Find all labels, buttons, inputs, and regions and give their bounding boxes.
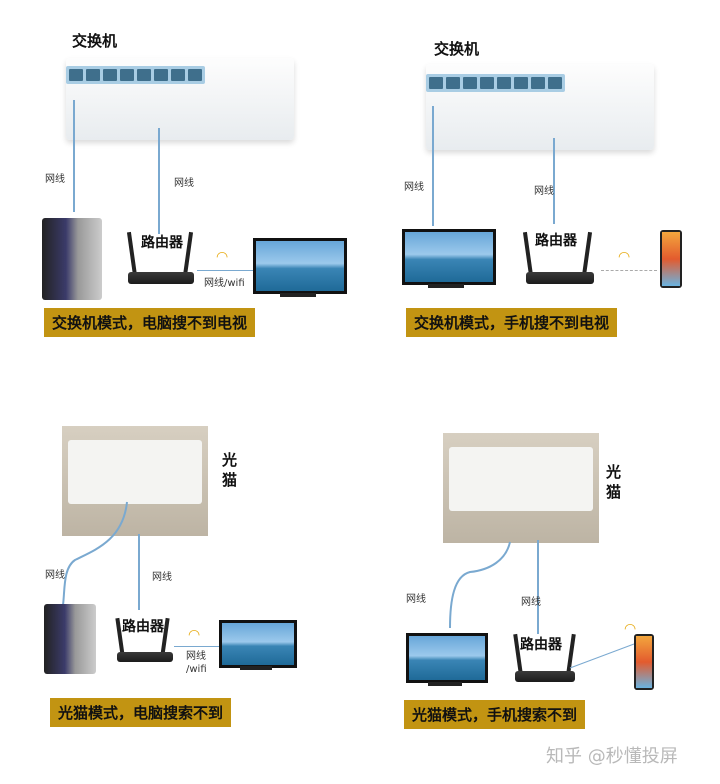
router-label: 路由器 [141, 235, 183, 251]
smartphone-image [660, 230, 682, 288]
wifi-link-line [601, 270, 657, 271]
cable-label: 网线 [174, 178, 194, 189]
modem-title-line1: 光 [606, 463, 622, 481]
router-antenna [581, 231, 593, 277]
cable-line [553, 138, 555, 224]
switch-title: 交换机 [434, 40, 480, 58]
switch-ports [426, 74, 565, 92]
caption-banner: 光猫模式，电脑搜索不到 [50, 698, 232, 727]
cable-label: 网线 [152, 572, 172, 583]
link-label: 网线 /wifi [186, 650, 207, 676]
router-image [526, 272, 594, 284]
optical-modem-photo [62, 426, 208, 536]
wifi-link-line [569, 643, 635, 669]
wifi-icon: ◠ [618, 249, 631, 265]
cable-line [62, 501, 128, 606]
wifi-icon: ◠ [188, 627, 201, 643]
tv-stand [428, 284, 464, 288]
caption-banner: 交换机模式，手机搜不到电视 [406, 308, 618, 337]
wifi-link-line [197, 270, 253, 271]
tv-image [402, 229, 496, 285]
cable-label: 网线 [45, 570, 65, 581]
cable-label: 网线 [45, 174, 65, 185]
modem-title-line2: 猫 [606, 483, 622, 501]
smartphone-image [634, 634, 654, 690]
router-antenna [522, 231, 534, 277]
switch-title: 交换机 [72, 32, 118, 50]
modem-title-line2: 猫 [222, 471, 238, 489]
network-switch-image [426, 64, 654, 150]
network-switch-image [66, 58, 294, 140]
router-label: 路由器 [535, 233, 577, 249]
tv-stand [428, 682, 462, 686]
modem-title-line1: 光 [222, 451, 238, 469]
tv-image [253, 238, 347, 294]
watermark: 知乎 @秒懂投屏 [546, 746, 678, 767]
optical-modem-image [449, 447, 593, 511]
cable-label: 网线 [521, 597, 541, 608]
switch-ports [66, 66, 205, 84]
cable-label: 网线 [404, 182, 424, 193]
router-antenna [182, 231, 194, 277]
caption-banner: 光猫模式，手机搜索不到 [404, 700, 586, 729]
desktop-pc-image [42, 218, 102, 300]
router-image [117, 652, 173, 662]
router-label: 路由器 [520, 637, 562, 653]
cable-line [158, 128, 160, 234]
link-label-line2: /wifi [186, 664, 207, 675]
modem-title: 光 猫 [606, 462, 621, 502]
router-image [128, 272, 194, 284]
router-label: 路由器 [122, 619, 164, 635]
tv-image [219, 620, 297, 668]
modem-title: 光 猫 [222, 450, 237, 490]
link-label-line1: 网线 [186, 651, 206, 662]
tv-stand [280, 293, 316, 297]
tv-image [406, 633, 488, 683]
router-image [515, 671, 575, 682]
tv-stand [240, 666, 272, 670]
desktop-pc-image [44, 604, 96, 674]
cable-line [73, 100, 75, 212]
optical-modem-image [68, 440, 202, 504]
cable-line [449, 541, 511, 629]
link-label: 网线/wifi [204, 278, 245, 289]
caption-banner: 交换机模式，电脑搜不到电视 [44, 308, 256, 337]
cable-label: 网线 [534, 186, 554, 197]
optical-modem-photo [443, 433, 599, 543]
wifi-link-line [174, 646, 219, 647]
cable-line [138, 534, 140, 610]
wifi-icon: ◠ [624, 621, 637, 637]
cable-line [537, 540, 539, 634]
cable-label: 网线 [406, 594, 426, 605]
wifi-icon: ◠ [216, 249, 229, 265]
cable-line [432, 106, 434, 226]
router-antenna [126, 231, 138, 277]
